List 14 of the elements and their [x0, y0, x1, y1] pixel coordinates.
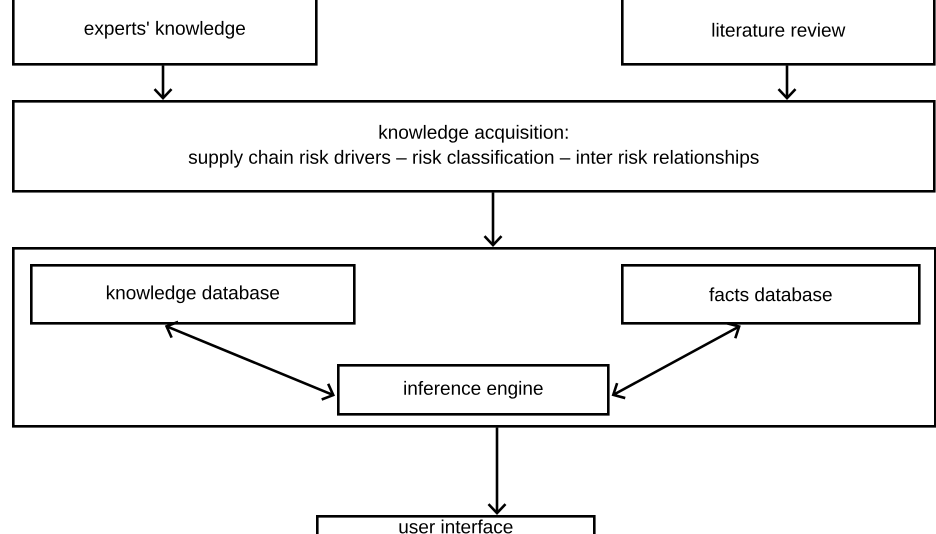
arrow [778, 66, 796, 100]
process-box: literature review [621, 0, 936, 66]
process-box: facts database [621, 264, 921, 325]
arrow [164, 320, 335, 401]
arrow [154, 66, 172, 100]
process-box: inference engine [337, 364, 610, 416]
arrow [488, 428, 506, 515]
process-box: knowledge database [30, 264, 356, 325]
process-box: experts' knowledge [12, 0, 318, 66]
process-box: knowledge acquisition: supply chain risk drivers – risk classification – inter risk relationships [12, 100, 936, 193]
arrow [484, 192, 502, 247]
arrow [612, 322, 741, 400]
process-box: user interface [316, 515, 596, 534]
container-box [12, 247, 936, 428]
